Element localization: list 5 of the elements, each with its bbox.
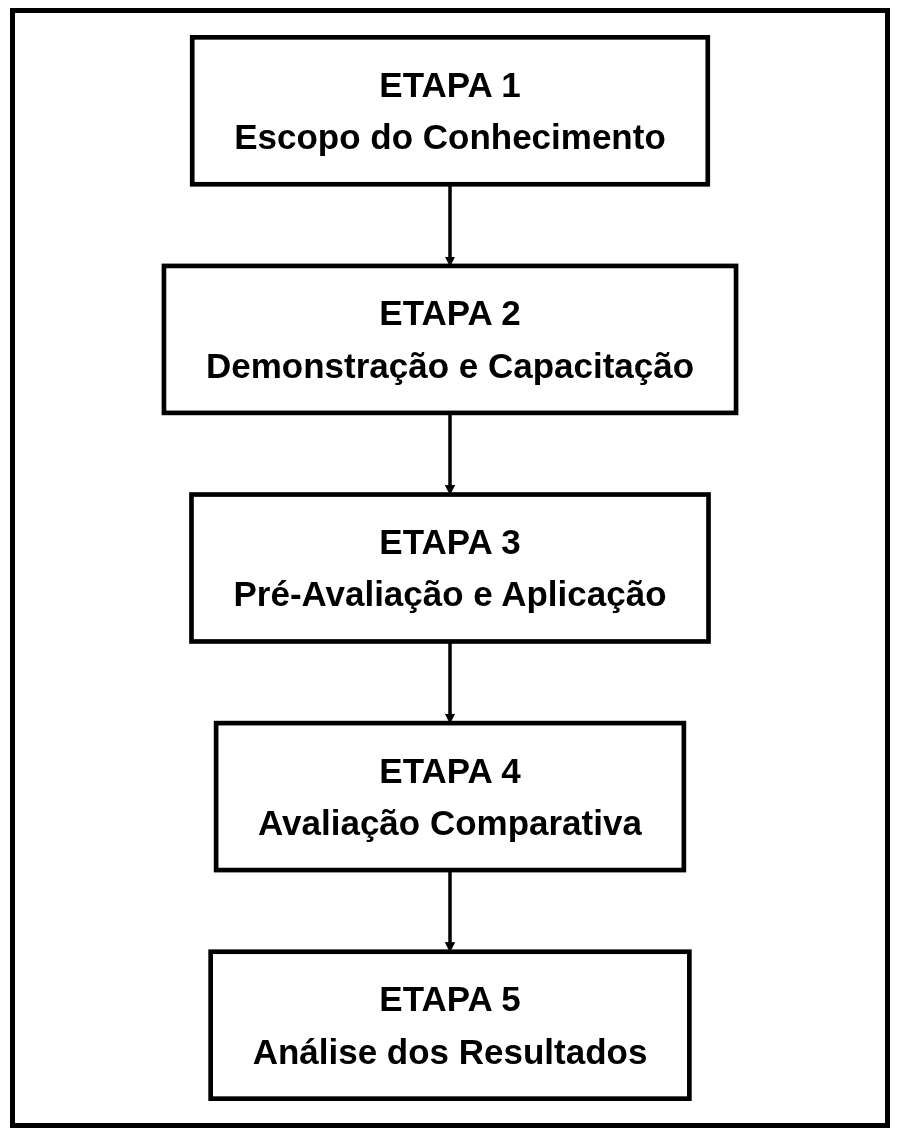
node-box: ETAPA 1 Escopo do Conhecimento — [189, 35, 711, 187]
node-box: ETAPA 5 Análise dos Resultados — [208, 949, 692, 1101]
node-box: ETAPA 2 Demonstração e Capacitação — [161, 263, 739, 416]
node-box: ETAPA 4 Avaliação Comparativa — [213, 720, 687, 873]
node-box: ETAPA 3 Pré-Avaliação e Aplicação — [189, 492, 711, 644]
